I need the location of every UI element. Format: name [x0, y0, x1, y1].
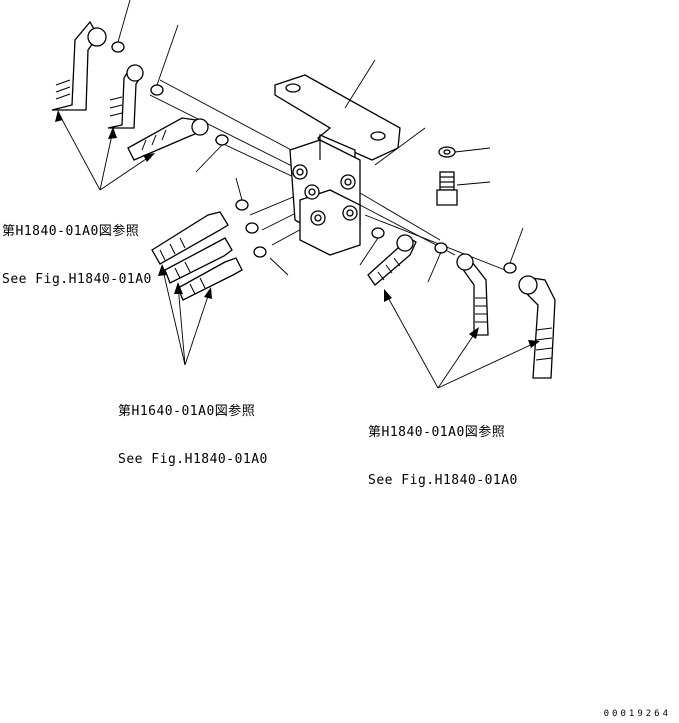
callout-right: 第H1840-01A0図参照 See Fig.H1840-01A0 [368, 393, 518, 505]
piping-lines [149, 79, 506, 271]
drawing-code: 00019264 [603, 709, 671, 719]
callout-center-jp: 第H1640-01A0図参照 [118, 404, 256, 419]
bolt [436, 171, 458, 206]
callout-center-en: See Fig.H1840-01A0 [118, 452, 268, 467]
callout-left: 第H1840-01A0図参照 See Fig.H1840-01A0 [2, 192, 152, 304]
hose-right-2 [456, 253, 489, 336]
washer [438, 146, 456, 158]
reference-arrows-right [384, 289, 540, 389]
fittings-lower-left [151, 211, 243, 301]
valve-block [289, 139, 361, 256]
o-rings [111, 41, 517, 274]
reference-arrows-left [55, 110, 155, 191]
callout-right-en: See Fig.H1840-01A0 [368, 473, 518, 488]
reference-arrows-center [158, 264, 212, 366]
callout-left-en: See Fig.H1840-01A0 [2, 272, 152, 287]
hose-upper-left-1 [51, 20, 107, 111]
hose-right-3 [518, 275, 556, 379]
hose-right-1 [367, 234, 417, 286]
leader-lines [117, 0, 524, 283]
hose-upper-left-2 [107, 64, 144, 129]
callout-left-jp: 第H1840-01A0図参照 [2, 224, 140, 239]
callout-center: 第H1640-01A0図参照 See Fig.H1840-01A0 [118, 372, 268, 484]
hose-upper-left-3 [127, 117, 209, 161]
callout-right-jp: 第H1840-01A0図参照 [368, 425, 506, 440]
